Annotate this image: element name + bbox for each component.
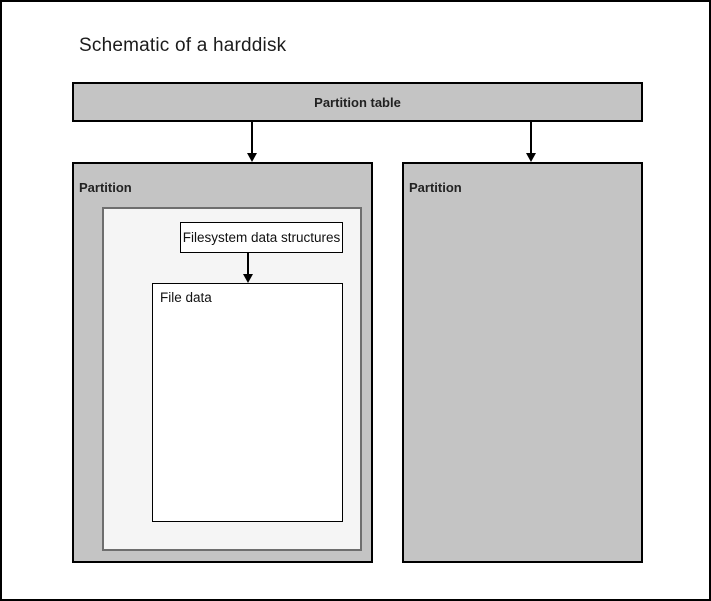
right-partition-label: Partition [409, 180, 462, 195]
arrow-head-icon [526, 153, 536, 162]
right-partition-box: Partition [402, 162, 643, 563]
arrow-head-icon [243, 274, 253, 283]
left-partition-label: Partition [79, 180, 132, 195]
filesystem-data-structures-box: Filesystem data structures [180, 222, 343, 253]
file-data-label: File data [160, 290, 212, 305]
filesystem-data-structures-label: Filesystem data structures [182, 230, 341, 245]
partition-table-box: Partition table [72, 82, 643, 122]
arrow-shaft [247, 253, 249, 275]
arrow-shaft [530, 122, 532, 154]
arrow-shaft [251, 122, 253, 154]
diagram-title: Schematic of a harddisk [79, 35, 287, 56]
file-data-box: File data [152, 283, 343, 522]
partition-table-label: Partition table [314, 94, 401, 110]
arrow-head-icon [247, 153, 257, 162]
